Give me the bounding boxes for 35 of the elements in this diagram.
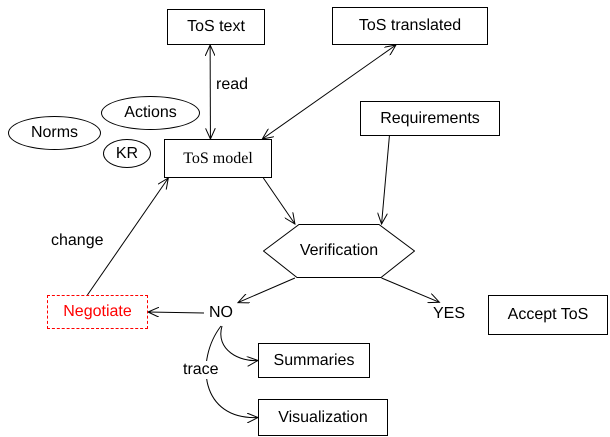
edge-label: trace xyxy=(182,361,220,379)
arrow xyxy=(204,44,216,140)
process-box xyxy=(164,139,272,178)
arrow xyxy=(220,326,258,366)
node-label: Visualization xyxy=(278,408,368,426)
process-box xyxy=(360,101,500,136)
process-box xyxy=(47,295,148,329)
node-label: Negotiate xyxy=(63,303,132,321)
outcome-text: YES xyxy=(432,305,465,323)
node-label: ToS text xyxy=(187,18,245,36)
node-label: Actions xyxy=(124,104,177,122)
node-label: Norms xyxy=(30,124,78,142)
process-box xyxy=(167,9,265,45)
node-label: ToS model xyxy=(183,150,253,168)
node-label: Summaries xyxy=(274,352,354,370)
node-label: KR xyxy=(116,144,138,162)
edge-label: change xyxy=(50,232,104,250)
arrow xyxy=(381,278,440,304)
arrow xyxy=(377,136,390,224)
node-label: Accept ToS xyxy=(508,306,588,324)
node-label: Verification xyxy=(300,242,378,260)
process-box xyxy=(258,399,388,436)
arrow xyxy=(86,178,169,296)
arrow xyxy=(262,178,296,224)
node-label: ToS translated xyxy=(358,17,462,35)
node-label: Requirements xyxy=(380,110,480,128)
ellipse-node xyxy=(8,116,101,150)
arrow xyxy=(238,278,296,304)
arrow xyxy=(262,44,396,140)
process-box xyxy=(332,7,488,45)
process-box xyxy=(258,343,370,378)
ellipse-node xyxy=(103,139,151,168)
arrow xyxy=(148,306,204,318)
outcome-text: NO xyxy=(209,304,233,322)
process-box xyxy=(488,295,608,335)
